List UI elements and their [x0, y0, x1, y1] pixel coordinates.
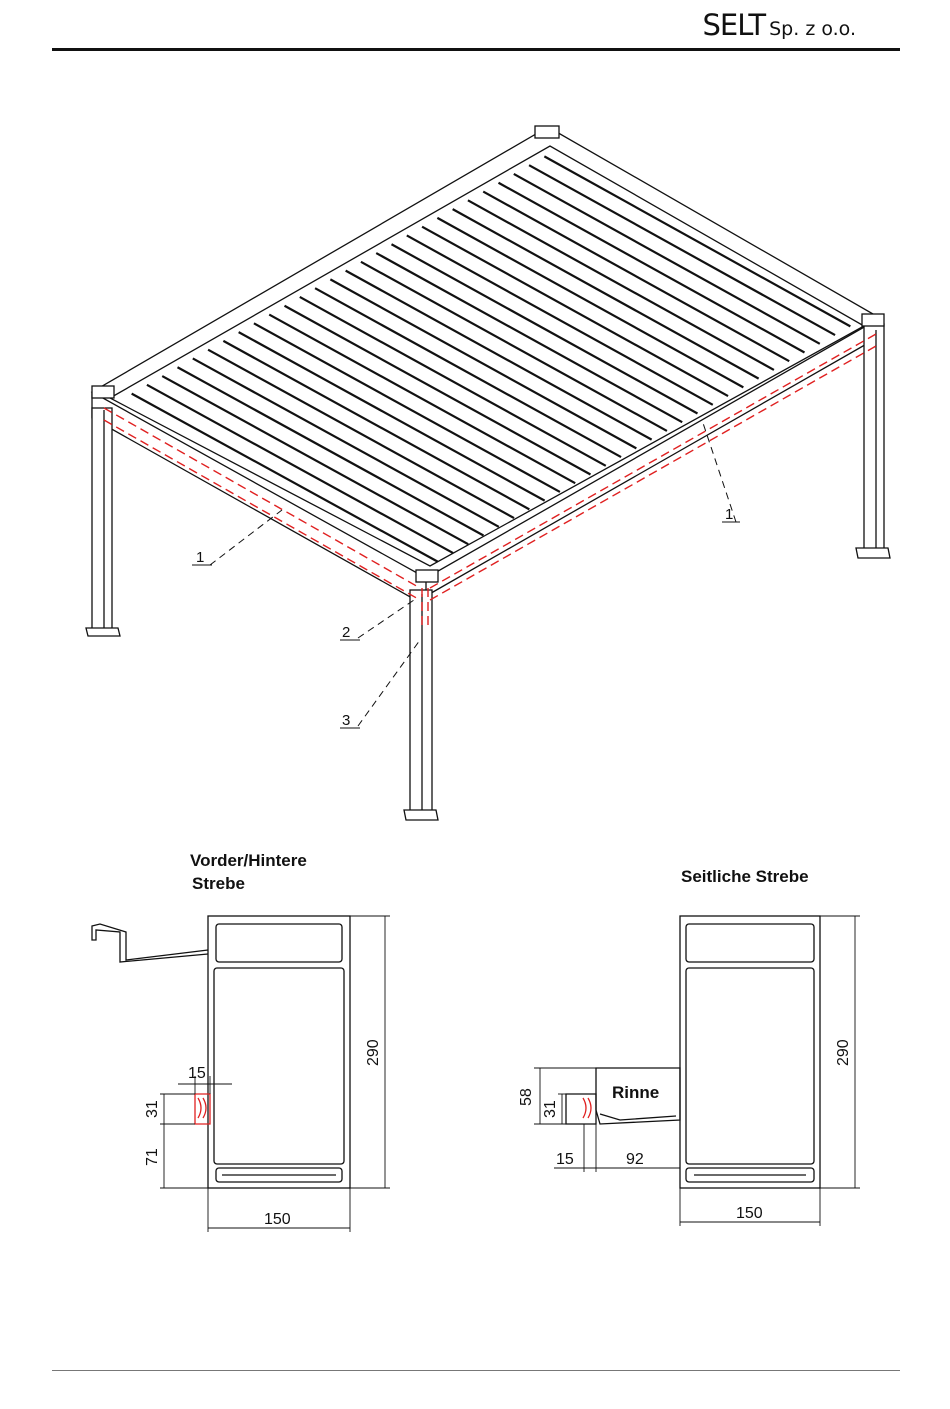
side-dim-15: 15 — [556, 1151, 574, 1168]
front-strut-profile — [92, 916, 350, 1188]
front-dim-31: 31 — [144, 1100, 161, 1118]
pergola-isometric — [86, 126, 890, 820]
callout-1-left: 1 — [196, 549, 204, 566]
front-section-title-1: Vorder/Hintere — [190, 851, 307, 870]
side-dim-92: 92 — [626, 1151, 644, 1168]
side-section-title: Seitliche Strebe — [681, 867, 809, 886]
callout-2: 2 — [342, 624, 350, 641]
side-dim-58: 58 — [518, 1088, 535, 1106]
footer-rule — [52, 1370, 900, 1371]
front-section-title-2: Strebe — [192, 874, 245, 893]
post-left — [86, 408, 120, 636]
gutter-label: Rinne — [612, 1083, 659, 1102]
side-strut-profile — [566, 916, 820, 1188]
front-dim-width: 150 — [264, 1211, 291, 1228]
side-dim-height: 290 — [835, 1039, 852, 1066]
callout-1-right: 1 — [725, 506, 733, 523]
front-dim-height: 290 — [365, 1039, 382, 1066]
front-dim-15: 15 — [188, 1065, 206, 1082]
callout-3: 3 — [342, 712, 350, 729]
roof-frame — [92, 127, 880, 578]
post-right — [856, 324, 890, 558]
side-dim-31: 31 — [542, 1100, 559, 1118]
side-dim-width: 150 — [736, 1205, 763, 1222]
front-dim-71: 71 — [144, 1148, 161, 1166]
post-front — [404, 590, 438, 820]
